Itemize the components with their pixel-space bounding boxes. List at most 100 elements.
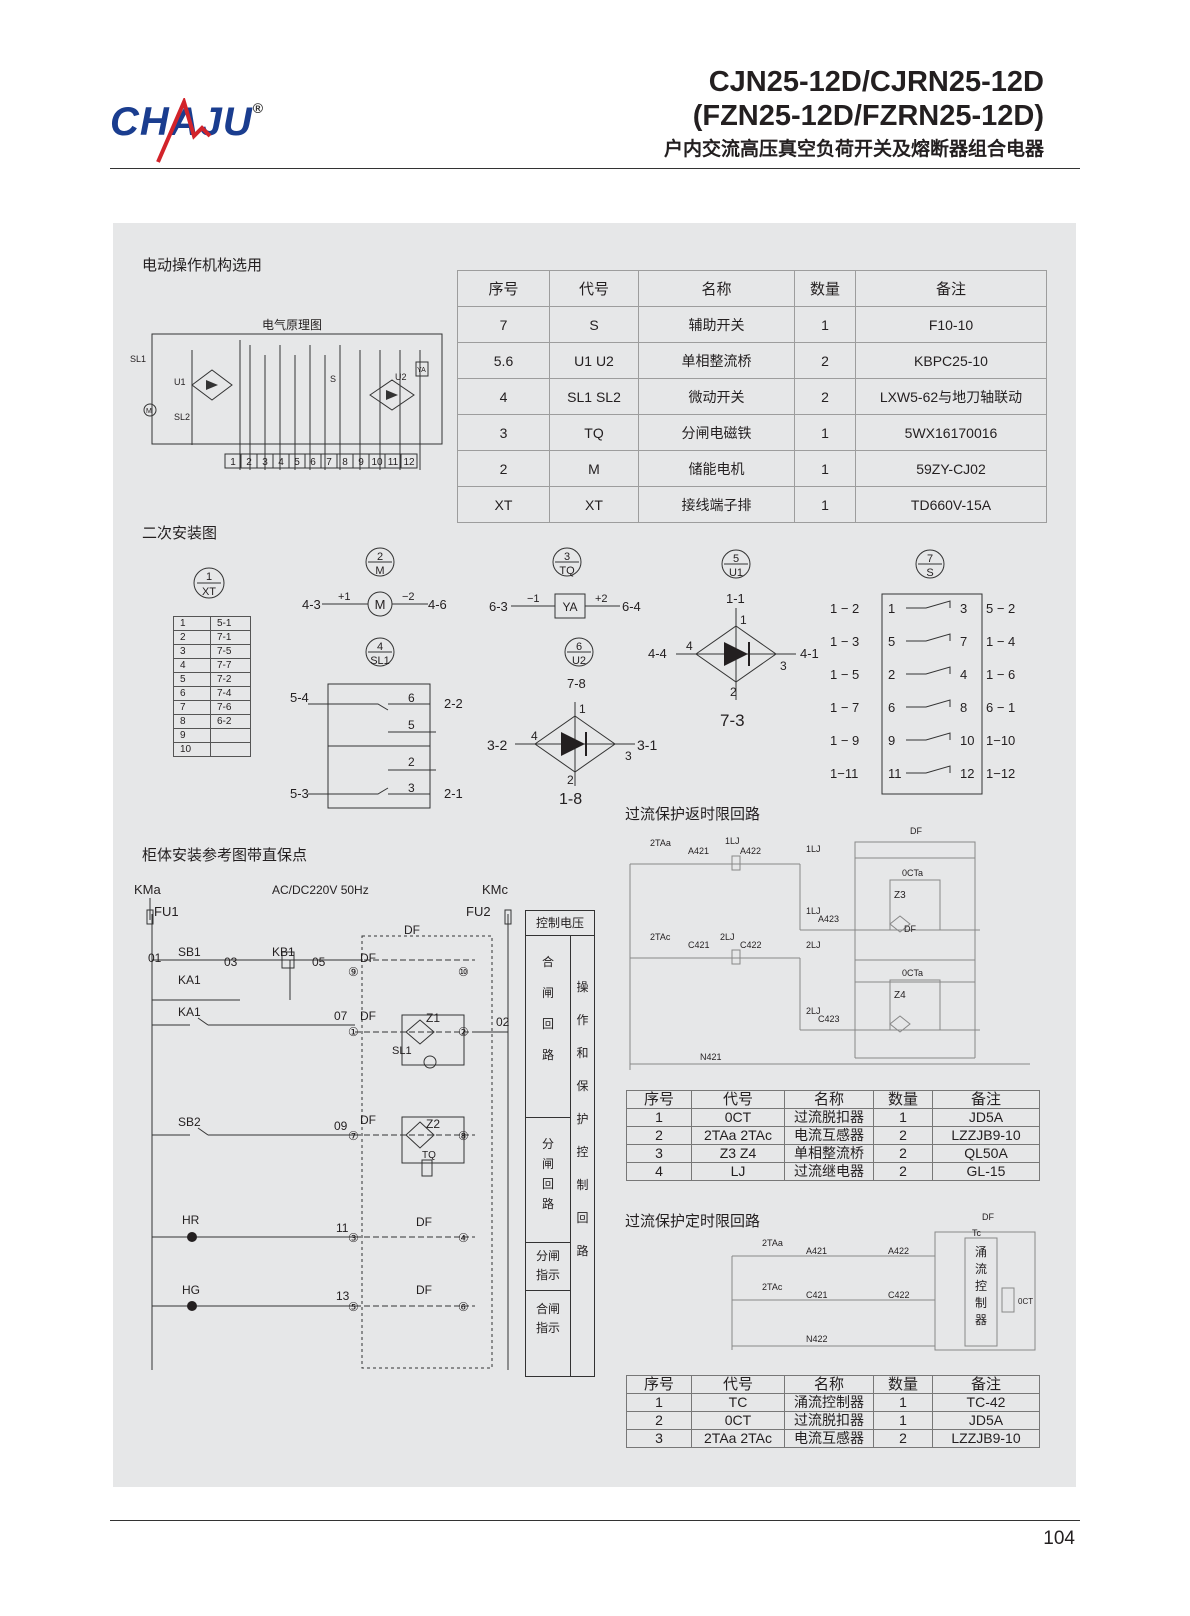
cab-kmc: KMc: [482, 882, 509, 897]
s-contact-b: 3: [960, 601, 967, 616]
sl-circle-num: 4: [377, 641, 383, 653]
cell: XT: [549, 486, 639, 523]
s-right-term: 6 − 1: [986, 700, 1015, 715]
section-title-secondary: 二次安装图: [142, 525, 218, 542]
s-left-term: 1 − 9: [830, 733, 859, 748]
xt-cell: [210, 728, 251, 743]
sl-t4: 5: [408, 718, 415, 732]
tc-box-label: 涌流控制器: [975, 1245, 987, 1327]
u2-t4: 4: [531, 729, 538, 743]
u1-t6: 4-1: [800, 646, 819, 661]
table-cell: 0CT: [691, 1108, 785, 1127]
divider: [570, 935, 571, 1376]
cab-fu1: FU1: [154, 904, 179, 919]
vertical-char: 分: [541, 1137, 554, 1151]
table-header: 数量: [873, 1375, 933, 1394]
cab-hg-df: DF: [416, 1283, 432, 1297]
inv-l2: 1LJ: [725, 836, 740, 846]
table-cell: GL-15: [932, 1162, 1040, 1181]
xt-circle: 1 XT: [193, 567, 225, 599]
sl-t1: 5-4: [290, 690, 309, 705]
label-s: S: [330, 374, 336, 384]
s-contact-line: [906, 633, 951, 642]
label-sl2: SL2: [174, 412, 190, 422]
m-circle-code: M: [375, 565, 384, 577]
inv-l0: DF: [910, 826, 922, 836]
cab-hr-df: DF: [416, 1215, 432, 1229]
m-plus: +1: [338, 591, 351, 603]
cell: 1: [794, 450, 856, 487]
cab-r2-02: 02: [496, 1015, 510, 1029]
cab-r1-05: 05: [312, 955, 326, 969]
cell: 2: [794, 342, 856, 379]
terminal-label: 2: [246, 457, 252, 468]
sl-t2: 6: [408, 691, 415, 705]
table-cell: 涌流控制器: [784, 1393, 874, 1412]
terminal-label: 6: [310, 457, 316, 468]
vertical-char: 作: [576, 1013, 589, 1027]
vertical-char: 回: [541, 1177, 554, 1191]
u2-t3: 3-2: [487, 737, 507, 753]
s-left-term: 1 − 3: [830, 634, 859, 649]
close-loop-cell: 合闸回路: [526, 935, 570, 1118]
cell: 分闸电磁铁: [638, 414, 795, 451]
xt-row: 10: [173, 742, 251, 757]
inv-l10: DF: [904, 924, 916, 934]
s-left-term: 1 − 7: [830, 700, 859, 715]
inv-l16: 0CTa: [902, 968, 923, 978]
table-cell: 过流脱扣器: [784, 1411, 874, 1430]
u2-t2: 1: [579, 702, 586, 716]
table-cell: TC: [691, 1393, 785, 1412]
vertical-char: 保: [576, 1079, 589, 1093]
vertical-char: 路: [541, 1197, 554, 1211]
def-l0: DF: [982, 1212, 994, 1222]
m-minus: −2: [402, 591, 415, 603]
xt-cell: 6-2: [210, 714, 251, 729]
cab-hg-13: 13: [336, 1289, 350, 1303]
table-cell: JD5A: [932, 1108, 1040, 1127]
table-cell: QL50A: [932, 1144, 1040, 1163]
terminal-label: 7: [326, 457, 332, 468]
u1-t5: 3: [780, 659, 787, 673]
xt-cell: 4: [173, 658, 211, 673]
xt-cell: 9: [173, 728, 211, 743]
m-term-left: 4-3: [302, 597, 321, 612]
tq-circle-num: 3: [564, 551, 570, 563]
table-cell: 电流互感器: [784, 1126, 874, 1145]
cab-r2-07: 07: [334, 1009, 348, 1023]
tc-char: 器: [975, 1313, 987, 1327]
table-cell: 2: [873, 1162, 933, 1181]
table-cell: 4: [626, 1162, 692, 1181]
table-cell: 过流继电器: [784, 1162, 874, 1181]
label-u2: U2: [395, 372, 407, 382]
section-title-cabinet: 柜体安装参考图带直保点: [142, 847, 308, 864]
u2-circle-code: U2: [572, 655, 586, 667]
s-contact-b: 12: [960, 766, 974, 781]
table-header: 序号: [626, 1375, 692, 1394]
terminal-label: 11: [388, 457, 399, 468]
xt-cell: 7-7: [210, 658, 251, 673]
s-contact-a: 11: [888, 766, 902, 781]
vertical-char: 和: [576, 1046, 589, 1060]
vertical-char: 护: [576, 1112, 589, 1126]
s-left-term: 1−11: [830, 766, 858, 781]
inv-l8: A423: [818, 914, 839, 924]
xt-cell: 10: [173, 742, 211, 757]
table-cell: 2: [626, 1126, 692, 1145]
tq-minus: −1: [527, 593, 540, 605]
def-l6: C421: [806, 1290, 828, 1300]
terminal-label: 5: [294, 457, 300, 468]
s-contact-b: 8: [960, 700, 967, 715]
table-header: 备注: [932, 1090, 1040, 1109]
